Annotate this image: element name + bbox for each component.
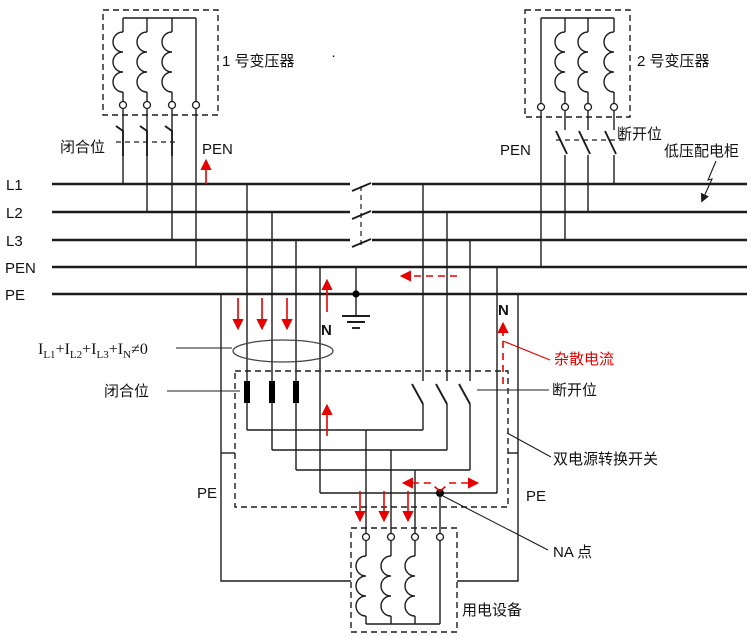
formula-part: L2 (70, 349, 82, 361)
transformer-1-label: 1 号变压器 (222, 53, 295, 70)
bus-label-l1: L1 (6, 177, 23, 194)
formula-part: ≠0 (131, 341, 148, 358)
ts-closed-position-label: 闭合位 (104, 383, 149, 400)
transfer-switch-label: 双电源转换开关 (553, 451, 658, 468)
transformer-2-breaker-open (540, 110, 624, 267)
terminal (191, 100, 201, 110)
terminal (410, 532, 420, 542)
na-stray-left-arrow (401, 477, 441, 492)
coil-icon (554, 31, 566, 93)
pen-pe-earth-bond (342, 267, 370, 329)
transformer-1 (102, 9, 219, 116)
transformer-2-box (524, 9, 631, 118)
lv-cabinet-label: 低压配电柜 (664, 143, 739, 160)
formula-part: L3 (97, 349, 110, 361)
pe-label-left: PE (197, 485, 217, 502)
terminal (583, 102, 593, 112)
terminal (609, 102, 619, 112)
coil-icon (404, 555, 416, 617)
formula-part: +I (82, 341, 96, 358)
n-label-right: N (498, 302, 509, 319)
bus-label-pen: PEN (5, 260, 36, 277)
t1-closed-position-label: 闭合位 (60, 139, 105, 156)
coil-icon (136, 31, 148, 93)
load-label: 用电设备 (462, 602, 522, 619)
closed-contact-icon (244, 381, 299, 403)
ts-open-position-label: 断开位 (552, 382, 597, 399)
transformer-2 (524, 9, 631, 118)
coil-icon (577, 31, 589, 93)
t2-pen-label: PEN (500, 142, 531, 159)
coil-icon (161, 31, 173, 93)
open-contact-icon (411, 383, 471, 405)
bus-label-l3: L3 (6, 233, 23, 250)
pe-label-right: PE (526, 488, 546, 505)
terminal (167, 100, 177, 110)
terminal (118, 100, 128, 110)
n-label-left: N (321, 322, 332, 339)
coil-icon (112, 31, 124, 93)
load-equipment (350, 527, 458, 633)
current-arrows (200, 158, 551, 523)
cabinet-arrow (700, 160, 717, 203)
bus-label-l2: L2 (6, 205, 23, 222)
earth-icon (342, 315, 370, 329)
stray-current-label: 杂散电流 (554, 351, 614, 368)
right-feeders (422, 184, 498, 493)
closed-breaker-pole-icon (115, 125, 173, 156)
transfer-switch (234, 370, 509, 508)
t1-pen-label: PEN (202, 141, 233, 158)
load-box (350, 527, 458, 633)
transformer-1-box (102, 9, 219, 116)
na-point-label: NA 点 (553, 544, 592, 561)
formula-part: I (38, 341, 43, 358)
open-breaker-pole-icon (555, 130, 617, 155)
terminal (435, 532, 445, 542)
junction-dot (352, 290, 360, 298)
bus-tie-switch (351, 182, 372, 248)
na-stray-right-arrow (439, 477, 480, 492)
load-drops (365, 430, 441, 534)
ct-ring (232, 339, 334, 363)
stray-current-leader (502, 340, 551, 361)
terminal (361, 532, 371, 542)
coil-icon (355, 555, 367, 617)
terminal (142, 100, 152, 110)
formula-part: +I (56, 341, 70, 358)
left-feeders (246, 184, 321, 493)
leader-lines (167, 160, 717, 551)
formula-part: N (123, 349, 131, 361)
transformer-1-breaker-closed (115, 108, 197, 267)
formula-part: +I (109, 341, 123, 358)
dot-artifact: · (331, 47, 336, 64)
current-sum-formula: IL1+IL2+IL3+IN≠0 (38, 341, 148, 361)
bus-label-pe: PE (5, 287, 25, 304)
terminal (386, 532, 396, 542)
terminal (536, 102, 546, 112)
terminal (560, 102, 570, 112)
bus-bars (52, 182, 747, 296)
formula-part: L1 (43, 349, 55, 361)
coil-icon (603, 31, 615, 93)
transformer-2-label: 2 号变压器 (637, 53, 710, 70)
coil-icon (380, 555, 392, 617)
t2-open-position-label: 断开位 (617, 126, 662, 143)
labels: L1 L2 L3 PEN PE 闭合位 PEN 1 号变压器 · 2 号变压器 … (5, 47, 739, 619)
transfer-switch-box (234, 370, 509, 508)
